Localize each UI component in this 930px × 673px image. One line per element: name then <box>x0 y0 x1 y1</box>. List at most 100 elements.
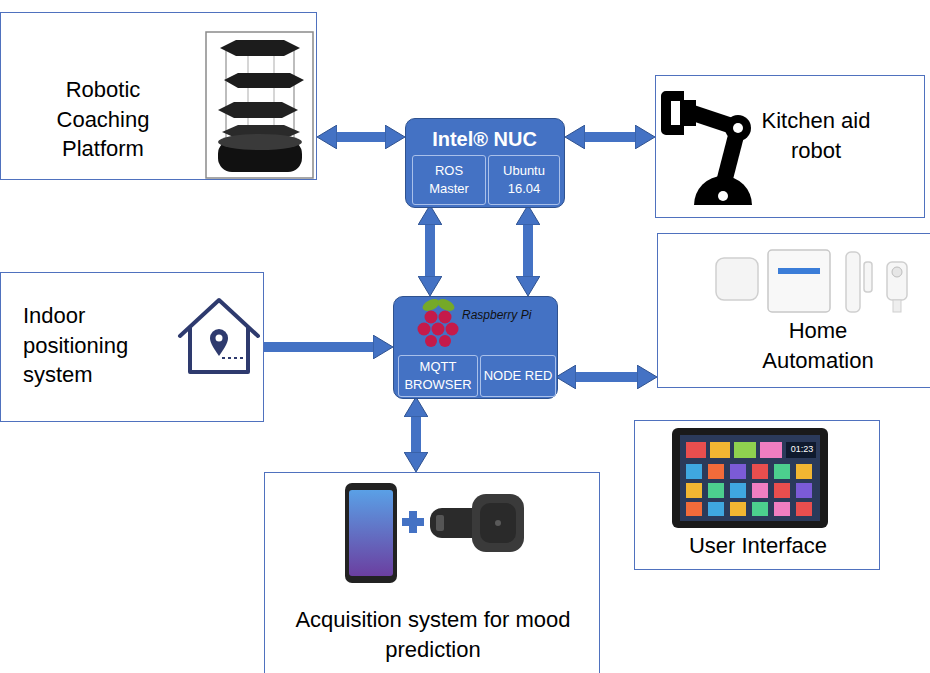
app-tile <box>796 483 812 498</box>
robot-base <box>218 140 302 172</box>
node-label: Indoor positioning system <box>23 301 151 390</box>
robot-pole <box>293 50 295 142</box>
service-box: MQTT BROWSER <box>398 355 478 397</box>
arm-lower <box>722 128 738 190</box>
logo-berry <box>432 323 445 336</box>
photo-frame <box>206 32 313 178</box>
arm-gripper <box>666 96 684 130</box>
app-tile <box>686 483 702 498</box>
robot-photo <box>206 32 313 178</box>
user-interface-box: User Interface <box>634 420 880 570</box>
robot-plate <box>224 73 304 88</box>
logo-berry <box>439 335 451 347</box>
app-tile <box>760 442 782 458</box>
motion-stand <box>893 300 901 312</box>
logo-berry <box>446 323 459 336</box>
app-tile <box>734 442 756 458</box>
logo-berry <box>425 335 437 347</box>
band-button <box>495 520 501 526</box>
arm-base <box>694 176 752 205</box>
app-tile <box>710 442 730 458</box>
arm-joint-hole <box>733 123 743 133</box>
logo-leaf <box>421 297 442 314</box>
node-label: Intel® NUC <box>406 126 563 153</box>
house-walls <box>190 327 248 372</box>
robot-plate <box>220 40 300 56</box>
robot-plate <box>222 125 300 139</box>
logo-berry <box>439 311 452 324</box>
service-box: NODE RED <box>480 355 556 397</box>
home-automation-box: Home Automation <box>657 233 930 388</box>
app-tile <box>708 502 724 516</box>
switch-stripe <box>778 268 820 274</box>
computer-box: ROS MasterUbuntu 16.04 Intel® NUC <box>405 118 565 208</box>
house-icon <box>180 300 258 372</box>
location-pin <box>210 329 228 356</box>
app-tile <box>774 502 790 516</box>
node-label: Kitchen aid robot <box>760 106 872 165</box>
wristband-illustration <box>430 494 524 552</box>
arm-upper <box>690 112 738 128</box>
app-tile <box>752 464 768 479</box>
app-tile <box>730 464 746 479</box>
double-arrow-connector <box>264 342 373 352</box>
double-arrow-connector <box>585 132 635 142</box>
arm-wrist <box>680 100 696 126</box>
pin-dash <box>222 357 244 359</box>
phone-screen <box>349 490 393 576</box>
app-tile <box>686 502 702 516</box>
smart-devices <box>716 250 907 312</box>
plus-symbol <box>402 511 424 533</box>
robot-pole <box>273 54 275 142</box>
robot-pole <box>247 54 249 142</box>
band-buckle <box>436 515 444 531</box>
logo-berry <box>425 311 438 324</box>
robot-platform-box: Robotic Coaching Platform <box>0 12 317 180</box>
raspberry-logo <box>418 297 459 347</box>
app-tile <box>796 464 812 479</box>
robot-plate <box>218 102 298 118</box>
app-tile <box>686 464 702 479</box>
node-label: Robotic Coaching Platform <box>33 75 173 164</box>
motion-lens <box>892 267 902 277</box>
app-tile <box>796 502 812 516</box>
double-arrow-connector <box>576 372 637 382</box>
robot-pole <box>225 50 227 142</box>
logo-berry <box>418 323 431 336</box>
robot-arm-icon <box>666 96 752 205</box>
motion-sensor <box>887 262 907 300</box>
arm-joint <box>725 115 751 141</box>
app-tile <box>686 442 706 458</box>
software-box: Ubuntu 16.04 <box>488 155 560 205</box>
door-magnet <box>864 262 872 292</box>
node-label: NODE RED <box>481 367 555 385</box>
tablet-illustration <box>672 428 828 528</box>
node-label: Ubuntu 16.04 <box>490 162 558 197</box>
house-roof <box>180 300 258 336</box>
gateway-box: MQTT BROWSERNODE REDRaspberry Pi <box>393 296 558 399</box>
temperature-sensor <box>716 258 758 300</box>
node-label: ROS Master <box>414 162 484 197</box>
tablet-screen <box>680 435 820 521</box>
app-tile <box>708 483 724 498</box>
app-tile <box>708 464 724 479</box>
node-label: User Interface <box>655 531 861 561</box>
double-arrow-connector <box>337 132 385 142</box>
band-strap <box>430 508 490 538</box>
arm-base-hole <box>718 191 728 201</box>
app-tile <box>774 464 790 479</box>
robot-base-top <box>218 134 302 150</box>
smart-switch <box>768 250 830 312</box>
screen-clock-text: 01:23 <box>788 444 816 455</box>
app-tile <box>774 483 790 498</box>
phone-illustration <box>345 483 397 583</box>
node-label: Acquisition system for mood prediction <box>273 605 593 664</box>
app-tile <box>752 502 768 516</box>
tablet-frame <box>672 428 828 528</box>
clock-tile <box>786 442 816 458</box>
app-tile <box>730 483 746 498</box>
node-label: MQTT BROWSER <box>400 358 476 393</box>
phone-body <box>345 483 397 583</box>
